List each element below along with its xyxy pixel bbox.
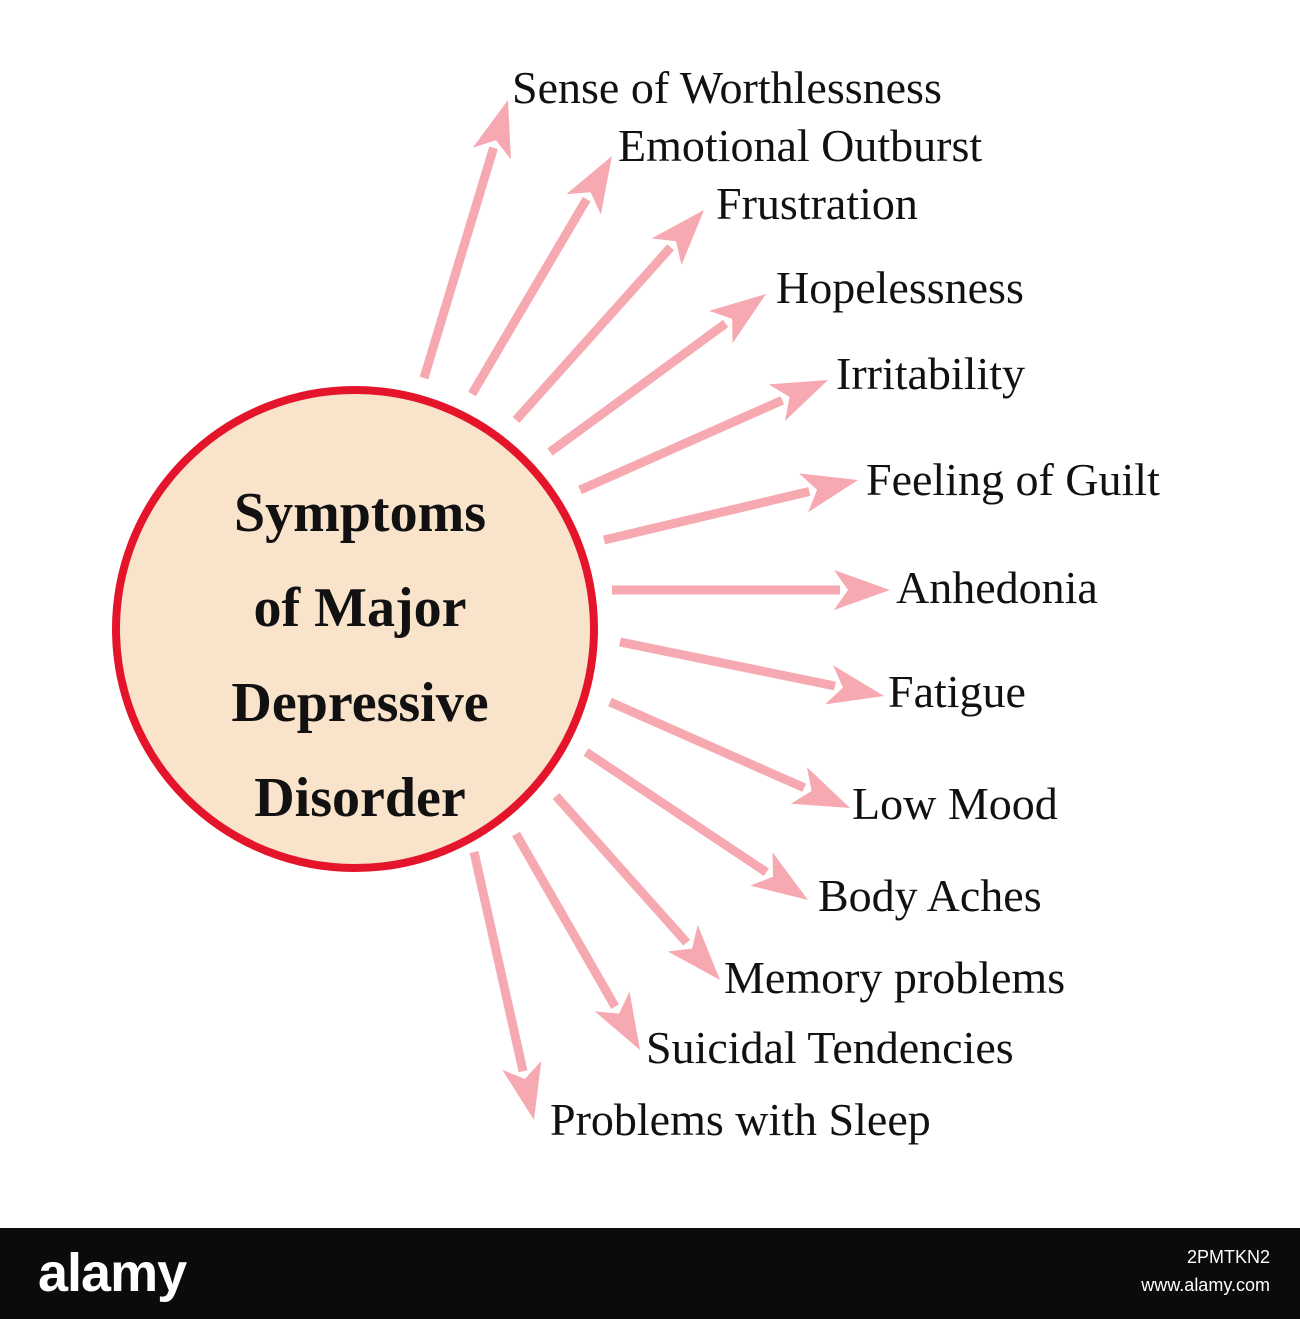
arrow-emotional-outburst — [468, 156, 612, 397]
arrow-head — [594, 991, 640, 1050]
image-id: 2PMTKN2 — [1186, 1247, 1270, 1267]
symptom-label-suicidal-tendencies: Suicidal Tendencies — [646, 1022, 1014, 1073]
footer-url: www.alamy.com — [1141, 1275, 1270, 1295]
arrow-head — [750, 852, 808, 900]
arrow-sleep-problems — [469, 851, 542, 1120]
symptom-label-memory-problems: Memory problems — [724, 952, 1066, 1003]
arrow-shaft — [602, 487, 811, 545]
arrow-shaft — [468, 196, 591, 397]
arrow-head — [502, 1061, 542, 1120]
arrow-head — [709, 294, 766, 344]
alamy-logo: alamy — [38, 1243, 187, 1303]
symptom-label-hopelessness: Hopelessness — [776, 262, 1024, 313]
arrow-irritability — [578, 380, 828, 495]
arrow-body-aches — [583, 748, 808, 900]
arrow-head — [651, 210, 704, 266]
arrow-head — [768, 380, 828, 421]
arrow-head — [566, 156, 612, 215]
arrow-shaft — [619, 637, 836, 691]
symptom-label-low-mood: Low Mood — [852, 778, 1058, 829]
arrow-guilt — [602, 473, 858, 545]
arrows-layer — [419, 100, 890, 1120]
center-circle — [112, 386, 598, 872]
symptom-label-body-aches: Body Aches — [818, 870, 1042, 921]
symptom-label-anhedonia: Anhedonia — [896, 562, 1098, 613]
arrow-head — [790, 767, 850, 808]
arrow-head — [667, 924, 720, 980]
arrow-worthlessness — [419, 100, 511, 380]
symptom-label-emotional-outburst: Emotional Outburst — [618, 120, 983, 171]
symptom-label-worthlessness: Sense of Worthlessness — [512, 62, 942, 113]
symptom-label-guilt: Feeling of Guilt — [866, 454, 1160, 505]
arrow-low-mood — [608, 697, 850, 808]
arrow-anhedonia — [612, 570, 890, 610]
arrow-fatigue — [619, 637, 884, 705]
arrow-memory-problems — [552, 793, 720, 980]
arrow-shaft — [552, 793, 691, 946]
arrow-shaft — [608, 697, 807, 792]
symptom-label-sleep-problems: Problems with Sleep — [550, 1094, 931, 1145]
symptom-label-frustration: Frustration — [716, 178, 918, 229]
arrow-suicidal-tendencies — [512, 831, 640, 1050]
arrow-shaft — [512, 244, 675, 424]
watermark-footer: alamy 2PMTKN2 www.alamy.com — [0, 1228, 1300, 1319]
arrow-head — [798, 473, 858, 513]
symptom-label-irritability: Irritability — [836, 348, 1026, 399]
symptom-label-fatigue: Fatigue — [888, 666, 1026, 717]
arrow-shaft — [547, 319, 729, 456]
arrow-shaft — [512, 831, 620, 1009]
arrow-shaft — [583, 748, 769, 877]
arrow-head — [825, 665, 884, 705]
arrow-hopelessness — [547, 294, 766, 456]
arrow-shaft — [469, 851, 528, 1073]
arrow-frustration — [512, 210, 704, 424]
center-title: Symptoms of Major Depressive Disorder — [231, 482, 489, 829]
arrow-head — [834, 570, 890, 610]
radial-diagram: Symptoms of Major Depressive Disorder Se… — [112, 62, 1160, 1145]
arrow-shaft — [578, 396, 785, 495]
arrow-shaft — [419, 146, 498, 380]
arrow-head — [472, 100, 511, 160]
